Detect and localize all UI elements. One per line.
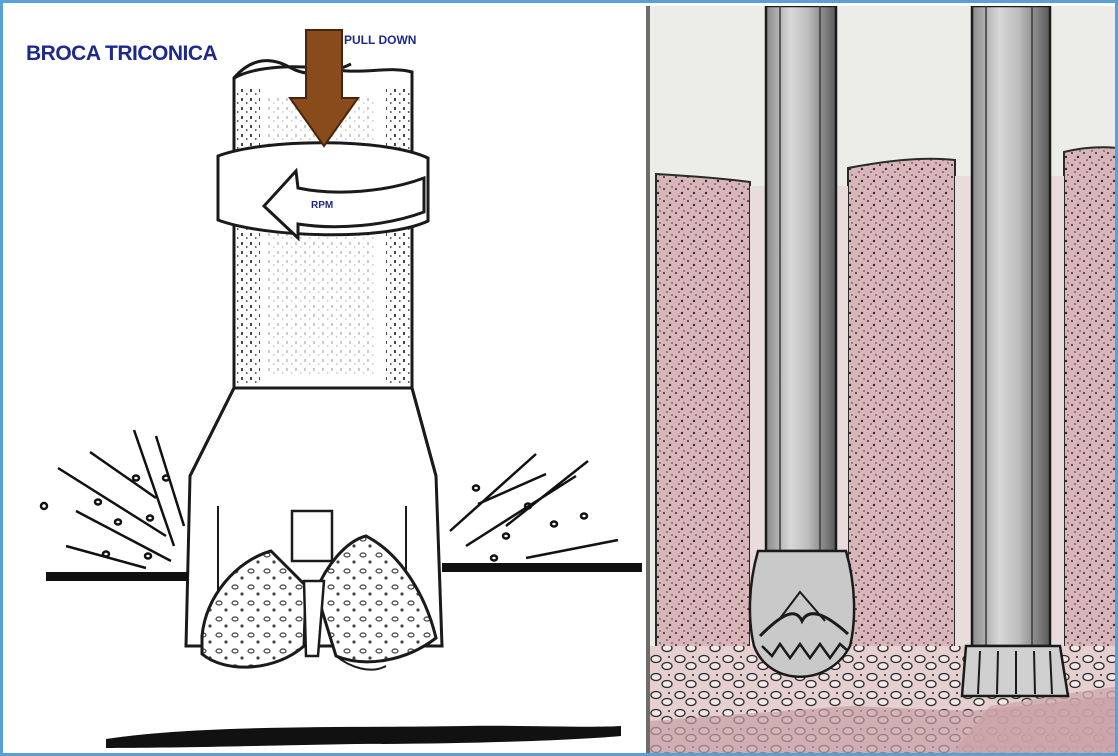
tricone-schematic-panel: BROCA TRICONICA PULL DOWN RPM: [6, 6, 646, 756]
rock-chips-left: [41, 430, 184, 568]
rotation-arrow: [218, 143, 428, 238]
drilling-illustration-panel: [650, 6, 1118, 756]
tricone-schematic: [6, 6, 646, 756]
drilling-illustration: [650, 6, 1118, 756]
rpm-label: RPM: [311, 200, 333, 211]
rock-chips-right: [450, 454, 618, 561]
diagram-title: BROCA TRICONICA: [26, 42, 217, 66]
pull-down-label: PULL DOWN: [344, 33, 416, 47]
